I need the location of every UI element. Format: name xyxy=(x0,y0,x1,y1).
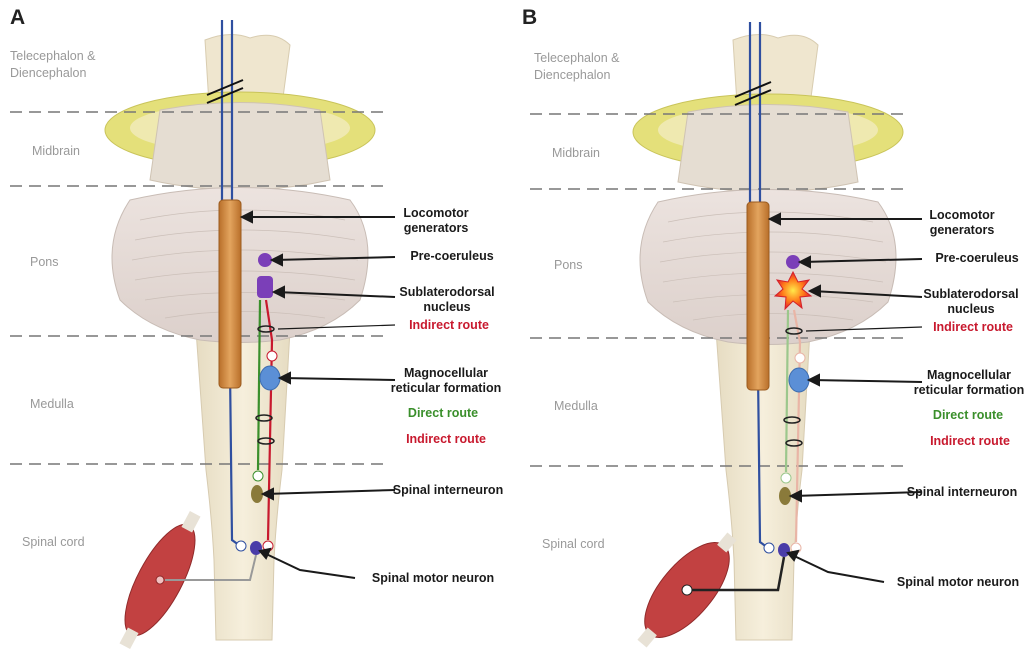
region-label-midbrain: Midbrain xyxy=(32,143,80,160)
region-label-medulla: Medulla xyxy=(554,398,598,415)
midbrain xyxy=(678,105,858,193)
label-indirect-route-bottom: Indirect route xyxy=(930,434,1010,449)
sublaterodorsal-node xyxy=(257,276,273,298)
label-spinal-interneuron: Spinal interneuron xyxy=(393,483,503,498)
region-label-telencephalon: Telecephalon & Diencephalon xyxy=(10,48,95,82)
midbrain xyxy=(150,103,330,191)
label-indirect-route-bottom: Indirect route xyxy=(406,432,486,447)
region-label-telencephalon: Telecephalon & Diencephalon xyxy=(534,50,619,84)
label-indirect-route-top: Indirect route xyxy=(933,320,1013,335)
label-sublaterodorsal-nucleus: Sublaterodorsal nucleus xyxy=(399,285,494,315)
label-locomotor-generators: Locomotor generators xyxy=(929,208,994,238)
label-spinal-motor-neuron: Spinal motor neuron xyxy=(372,571,494,586)
locomotor-generator xyxy=(219,200,241,388)
region-label-midbrain: Midbrain xyxy=(552,145,600,162)
region-label-spinal-cord: Spinal cord xyxy=(22,534,85,551)
label-magnocellular: Magnocellular reticular formation xyxy=(914,368,1024,398)
magnocellular-node xyxy=(260,366,280,390)
label-direct-route: Direct route xyxy=(933,408,1003,423)
region-label-medulla: Medulla xyxy=(30,396,74,413)
region-label-pons: Pons xyxy=(554,257,583,274)
label-pre-coeruleus: Pre-coeruleus xyxy=(935,251,1018,266)
label-direct-route: Direct route xyxy=(408,406,478,421)
label-locomotor-generators: Locomotor generators xyxy=(403,206,468,236)
label-magnocellular: Magnocellular reticular formation xyxy=(391,366,501,396)
label-sublaterodorsal-nucleus: Sublaterodorsal nucleus xyxy=(923,287,1018,317)
region-label-spinal-cord: Spinal cord xyxy=(542,536,605,553)
label-spinal-motor-neuron: Spinal motor neuron xyxy=(897,575,1019,590)
panel-letter: B xyxy=(522,6,537,30)
label-pre-coeruleus: Pre-coeruleus xyxy=(410,249,493,264)
region-label-pons: Pons xyxy=(30,254,59,271)
label-spinal-interneuron: Spinal interneuron xyxy=(907,485,1017,500)
panel-letter: A xyxy=(10,6,25,30)
panel-b: B Telecephalon & Diencephalon Midbrain P… xyxy=(512,0,1024,662)
label-indirect-route-top: Indirect route xyxy=(409,318,489,333)
motor-neuron-node xyxy=(778,543,790,557)
motor-neuron-node xyxy=(250,541,262,555)
magnocellular-node xyxy=(789,368,809,392)
panel-a: A Telecephalon & Diencephalon Midbrain P… xyxy=(0,0,512,662)
locomotor-generator xyxy=(747,202,769,390)
